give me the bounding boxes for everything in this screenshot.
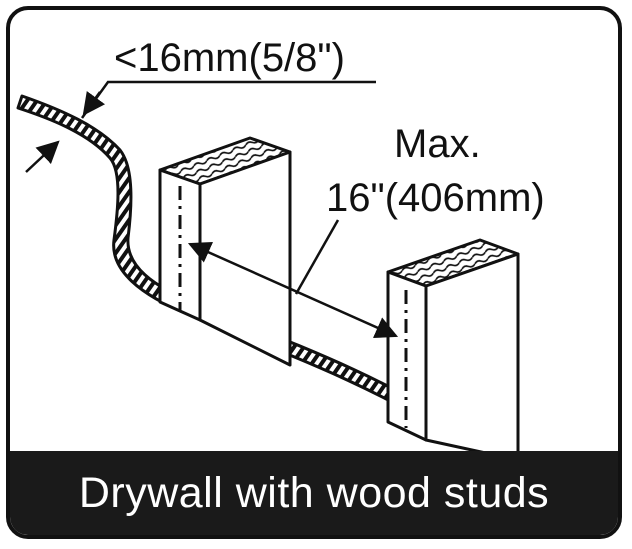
thickness-arrow-top <box>82 91 106 116</box>
spacing-dimension-arrow <box>187 241 399 339</box>
thickness-leader-line <box>80 80 376 119</box>
thickness-label: <16mm(5/8") <box>114 36 345 80</box>
spacing-leader-line <box>294 219 340 295</box>
wood-stud-left <box>158 136 292 367</box>
thickness-arrow-bottom <box>25 140 60 173</box>
wood-stud-right <box>386 238 520 462</box>
spacing-label-max: Max. <box>394 122 481 166</box>
caption-text: Drywall with wood studs <box>78 468 550 517</box>
caption-bar: Drywall with wood studs <box>10 451 618 535</box>
spacing-label-value: 16"(406mm) <box>326 176 545 220</box>
drywall-illustration <box>16 80 520 462</box>
diagram-frame: <16mm(5/8") Max. 16"(406mm) Drywall with… <box>6 6 622 539</box>
